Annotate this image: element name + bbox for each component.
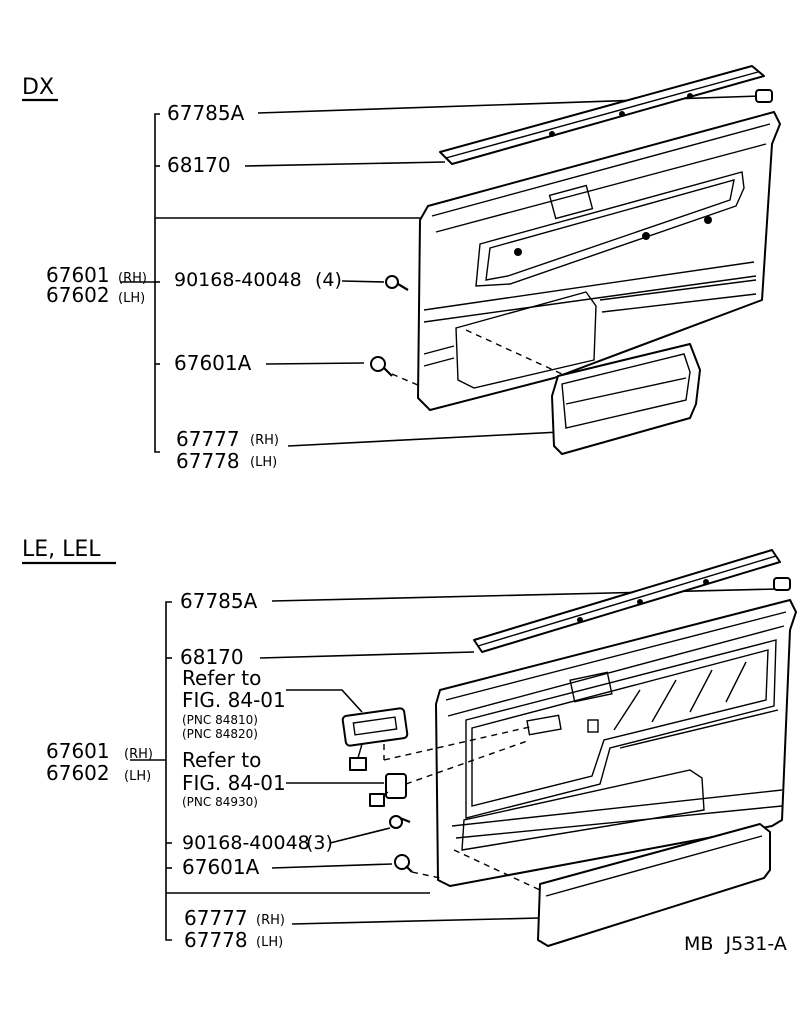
le-switch-dash-2 bbox=[383, 725, 535, 761]
dx-label-screw-qty: (4) bbox=[315, 269, 342, 291]
dx-clip-leader bbox=[265, 362, 365, 365]
le-screw-part bbox=[389, 815, 411, 829]
dx-label-board-rh-suffix: (RH) bbox=[118, 271, 147, 286]
le-weatherstrip-leader bbox=[271, 588, 779, 602]
le-label-pocket-rh: 67777 bbox=[184, 906, 248, 930]
le-label-refer1-line2: FIG. 84-01 bbox=[182, 688, 286, 712]
dx-section: DX 67785A 68170 67601 (RH) 67602 (LH) 90… bbox=[22, 65, 781, 473]
le-label-refer2-line2: FIG. 84-01 bbox=[182, 771, 286, 795]
le-label-refer1-pnc2: (PNC 84820) bbox=[182, 727, 258, 741]
le-switch-panel-part bbox=[341, 707, 409, 771]
le-label-board-lh: 67602 bbox=[46, 761, 110, 785]
le-clip-leader bbox=[271, 863, 393, 869]
le-screw-leader bbox=[329, 827, 391, 844]
le-switch-single-part bbox=[369, 773, 407, 807]
dx-label-pocket-rh-suffix: (RH) bbox=[250, 433, 279, 448]
dx-clip-dash bbox=[391, 373, 421, 387]
dx-door-pocket bbox=[551, 343, 701, 455]
dx-label-clip: 67601A bbox=[174, 351, 252, 375]
le-label-refer1-pnc1: (PNC 84810) bbox=[182, 713, 258, 727]
dx-label-pocket-lh-suffix: (LH) bbox=[250, 455, 277, 470]
dx-label-pocket-rh: 67777 bbox=[176, 427, 240, 451]
dx-label-retainer: 68170 bbox=[167, 153, 231, 177]
le-pocket-leader bbox=[291, 917, 541, 925]
le-refer1-leader bbox=[286, 689, 363, 713]
dx-screw-leader bbox=[341, 280, 385, 283]
footer-code: MB J531-A bbox=[684, 933, 787, 955]
le-label-screw-qty: (3) bbox=[306, 832, 333, 854]
le-label-refer2-line1: Refer to bbox=[182, 748, 261, 772]
le-label-retainer: 68170 bbox=[180, 645, 244, 669]
le-label-weatherstrip: 67785A bbox=[180, 589, 258, 613]
le-label-board-lh-suffix: (LH) bbox=[124, 769, 151, 784]
dx-label-board-rh: 67601 bbox=[46, 263, 110, 287]
dx-clip-part bbox=[370, 356, 393, 377]
le-label-clip: 67601A bbox=[182, 855, 260, 879]
le-label-refer2-pnc: (PNC 84930) bbox=[182, 795, 258, 809]
le-clip-top bbox=[773, 577, 791, 591]
le-door-board bbox=[435, 599, 797, 887]
le-bracket bbox=[165, 601, 172, 941]
le-label-pocket-rh-suffix: (RH) bbox=[256, 913, 285, 928]
le-weatherstrip-part bbox=[473, 549, 781, 653]
dx-retainer-leader bbox=[244, 161, 446, 167]
le-retainer-leader bbox=[259, 651, 475, 659]
le-section: LE, LEL 67785A 68170 Refer to FIG. 84-01… bbox=[22, 537, 797, 955]
dx-label-pocket-lh: 67778 bbox=[176, 449, 240, 473]
le-clip-dash bbox=[411, 871, 441, 879]
le-label-screw: 90168-40048 bbox=[182, 832, 310, 854]
dx-clip-top bbox=[755, 89, 773, 103]
dx-label-board-lh: 67602 bbox=[46, 283, 110, 307]
dx-screw-part bbox=[385, 275, 409, 291]
dx-header: DX bbox=[22, 75, 54, 100]
le-label-pocket-lh-suffix: (LH) bbox=[256, 935, 283, 950]
le-pocket-dash bbox=[453, 849, 541, 891]
le-clip-part bbox=[394, 854, 413, 873]
dx-label-screw: 90168-40048 bbox=[174, 269, 302, 291]
dx-bracket bbox=[154, 113, 160, 453]
dx-pocket-leader bbox=[287, 431, 561, 447]
le-label-refer1-line1: Refer to bbox=[182, 666, 261, 690]
dx-weatherstrip-part bbox=[439, 65, 765, 165]
le-label-board-rh-suffix: (RH) bbox=[124, 747, 153, 762]
dx-door-board bbox=[417, 111, 781, 411]
dx-pocket-dash bbox=[465, 329, 563, 375]
dx-label-board-lh-suffix: (LH) bbox=[118, 291, 145, 306]
le-label-pocket-lh: 67778 bbox=[184, 928, 248, 952]
le-label-board-rh: 67601 bbox=[46, 739, 110, 763]
le-door-pocket bbox=[537, 823, 771, 947]
le-header: LE, LEL bbox=[22, 537, 101, 562]
dx-label-weatherstrip: 67785A bbox=[167, 101, 245, 125]
